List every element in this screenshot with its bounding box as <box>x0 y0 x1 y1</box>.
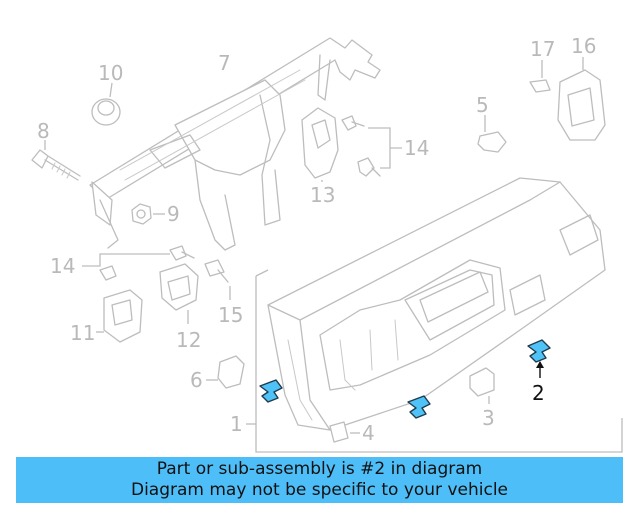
bracket-part-12 <box>159 263 199 311</box>
callout-7: 7 <box>218 51 231 75</box>
clip-part-3 <box>469 367 495 397</box>
bracket-part-13 <box>301 107 339 179</box>
bracket-part-11 <box>103 289 143 343</box>
part-2-clip-center <box>407 395 431 419</box>
callout-1: 1 <box>230 412 243 436</box>
callout-4: 4 <box>362 421 375 445</box>
callout-17: 17 <box>530 37 555 61</box>
callout-11: 11 <box>70 321 95 345</box>
callout-12: 12 <box>176 328 201 352</box>
part-2-clip-left <box>259 379 283 403</box>
part-2-leader <box>536 361 544 378</box>
callout-5: 5 <box>476 93 489 117</box>
banner-line-2: Diagram may not be specific to your vehi… <box>130 480 508 500</box>
instrument-panel <box>267 177 606 431</box>
callout-2: 2 <box>532 381 545 405</box>
callout-14-right: 14 <box>404 136 429 160</box>
callout-10: 10 <box>98 61 123 85</box>
grommet-part-10 <box>91 98 121 126</box>
callout-6: 6 <box>190 368 203 392</box>
panel-part-16 <box>557 69 606 141</box>
clip-part-15 <box>204 259 229 283</box>
banner-line-1: Part or sub-assembly is #2 in diagram <box>156 459 483 479</box>
callout-8: 8 <box>37 119 50 143</box>
bolt-part-8 <box>31 149 81 181</box>
callout-9: 9 <box>167 202 180 226</box>
pad-part-5 <box>477 131 507 153</box>
cross-car-beam <box>89 37 381 251</box>
highlighted-part-2 <box>259 339 551 419</box>
part-2-clip-right <box>527 339 551 363</box>
info-banner: Part or sub-assembly is #2 in diagram Di… <box>16 457 623 503</box>
nut-part-9 <box>131 203 152 225</box>
callout-16: 16 <box>571 34 596 58</box>
callout-15: 15 <box>218 303 243 327</box>
callout-14-left: 14 <box>50 254 75 278</box>
callout-3: 3 <box>482 406 495 430</box>
parts-diagram: 1 2 3 4 5 6 7 8 9 10 11 12 13 14 14 15 1… <box>31 34 623 453</box>
clips-part-14-lower <box>99 245 195 281</box>
callout-13: 13 <box>310 183 335 207</box>
clips-part-14-upper <box>341 115 381 177</box>
clip-part-17 <box>529 79 551 93</box>
clip-part-6 <box>217 355 245 389</box>
clip-part-4 <box>329 421 349 443</box>
